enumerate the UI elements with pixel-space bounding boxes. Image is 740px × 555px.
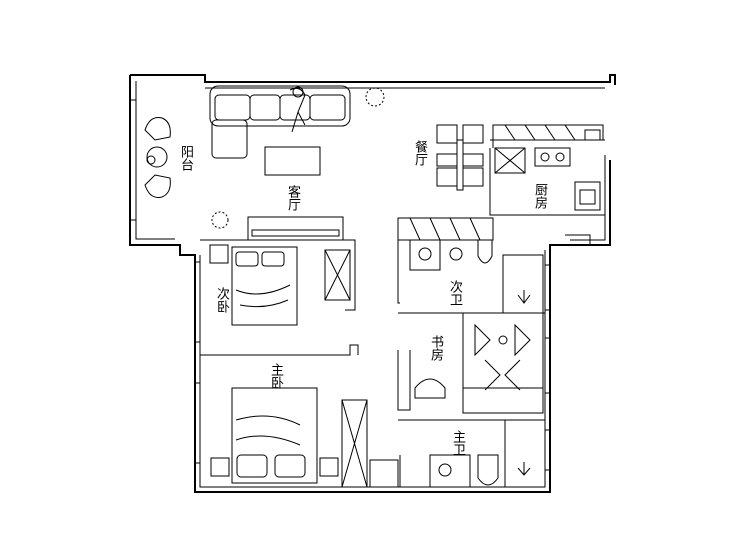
- wardrobe-master: [341, 399, 399, 488]
- room-label-bath-master: 主卫: [450, 430, 465, 456]
- dining-table: [436, 124, 484, 191]
- bath-master-fixtures: [429, 419, 546, 488]
- outer-walls: [129, 74, 616, 493]
- balcony-furniture: [144, 117, 171, 198]
- sofa: [209, 85, 351, 159]
- room-label-dining: 餐厅: [412, 140, 427, 166]
- room-label-living: 客厅: [285, 185, 300, 211]
- windows: [129, 99, 551, 471]
- plant-living: [365, 87, 385, 107]
- room-label-bedroom2: 次卧: [214, 287, 229, 313]
- study-furniture: [414, 312, 544, 414]
- room-label-master: 主卧: [268, 363, 283, 389]
- coffee-table: [264, 146, 321, 176]
- tv-cabinet: [247, 216, 344, 241]
- room-label-balcony: 阳台: [178, 145, 193, 171]
- kitchen-counter: [492, 124, 604, 211]
- room-label-bath-sub: 次卫: [447, 280, 462, 306]
- bed-secondary: [209, 244, 351, 326]
- bath-sub-fixtures: [397, 217, 544, 314]
- room-label-study: 书房: [428, 335, 443, 361]
- plant-corner: [211, 211, 229, 229]
- room-label-kitchen: 厨房: [532, 183, 547, 209]
- bed-master: [210, 387, 339, 484]
